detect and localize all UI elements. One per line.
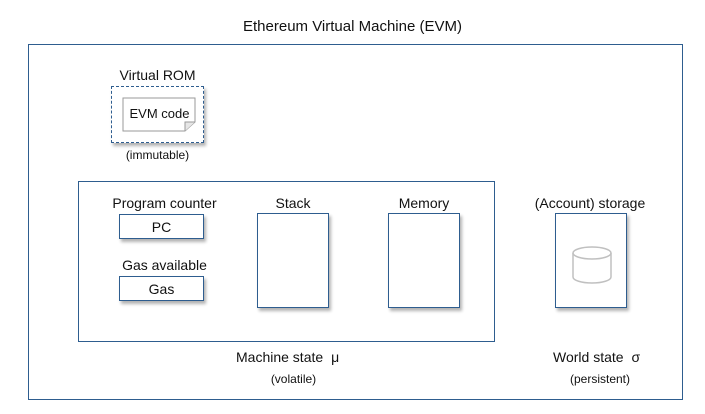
world-state-caption: World state σ xyxy=(553,349,640,365)
memory-box xyxy=(388,213,460,308)
evm-container xyxy=(28,44,683,400)
world-state-note: (persistent) xyxy=(569,372,631,386)
machine-state-box xyxy=(78,181,495,342)
machine-state-note: (volatile) xyxy=(270,372,317,386)
evm-code-document-icon xyxy=(122,97,196,132)
stack-box xyxy=(257,213,329,308)
machine-state-symbol: μ xyxy=(331,349,340,365)
world-state-caption-text: World state xyxy=(553,349,624,365)
program-counter-label: Program counter xyxy=(112,195,217,211)
virtual-rom-note: (immutable) xyxy=(125,148,190,162)
database-cylinder-icon xyxy=(572,246,612,284)
evm-code-label: EVM code xyxy=(129,106,190,121)
account-storage-box xyxy=(555,213,627,308)
machine-state-caption: Machine state μ xyxy=(236,349,339,365)
memory-label: Memory xyxy=(398,195,450,211)
virtual-rom-label: Virtual ROM xyxy=(119,67,196,83)
gas-available-field: Gas xyxy=(119,276,204,301)
machine-state-caption-text: Machine state xyxy=(236,349,324,365)
gas-available-label: Gas available xyxy=(122,257,207,273)
account-storage-label: (Account) storage xyxy=(534,195,646,211)
virtual-rom-box: EVM code xyxy=(111,86,204,143)
diagram-title: Ethereum Virtual Machine (EVM) xyxy=(243,18,462,35)
stack-label: Stack xyxy=(275,195,311,211)
world-state-symbol: σ xyxy=(631,349,641,365)
program-counter-field: PC xyxy=(119,214,204,239)
